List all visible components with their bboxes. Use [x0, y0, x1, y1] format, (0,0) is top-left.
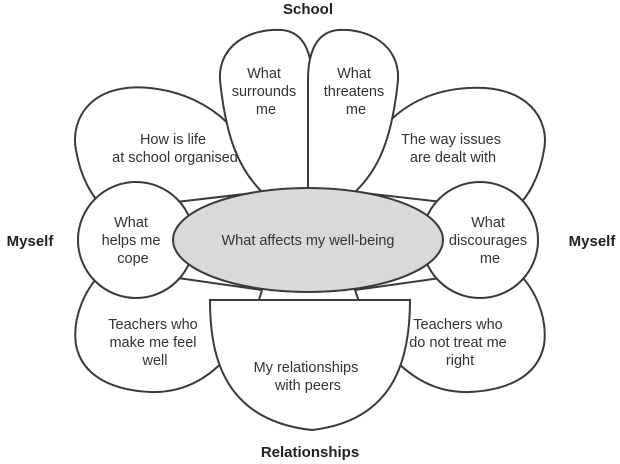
- text-line: do not treat me: [409, 335, 507, 351]
- text-line: with peers: [274, 378, 341, 394]
- text-line: Teachers who: [108, 317, 197, 333]
- text-line: me: [256, 102, 276, 118]
- text-line: are dealt with: [410, 150, 496, 166]
- petal-what-surrounds-me: [218, 28, 313, 193]
- text-line: What: [471, 215, 505, 231]
- label-myself-right: Myself: [569, 233, 617, 250]
- text-line: at school organised: [112, 150, 238, 166]
- petal-my-relationships-with-peers: [208, 299, 412, 432]
- text-line: right: [446, 353, 474, 369]
- text-line: Teachers who: [413, 317, 502, 333]
- text-line: make me feel: [109, 335, 196, 351]
- text-line: well: [142, 353, 168, 369]
- text-my-relationships-with-peers: My relationships with peers: [254, 360, 363, 394]
- petal-what-threatens-me: [307, 28, 400, 193]
- text-how-is-life-at-school-organised: How is life at school organised: [112, 132, 238, 166]
- center-text: What affects my well-being: [222, 233, 395, 249]
- text-line: What: [337, 66, 371, 82]
- text-what-discourages-me: What discourages me: [449, 215, 531, 267]
- text-line: How is life: [140, 132, 206, 148]
- text-line: My relationships: [254, 360, 359, 376]
- text-what-threatens-me: What threatens me: [324, 66, 389, 118]
- text-line: me: [346, 102, 366, 118]
- label-school: School: [283, 1, 333, 18]
- text-line: What: [114, 215, 148, 231]
- center-ellipse: [172, 187, 444, 293]
- text-teachers-who-make-me-feel-well: Teachers who make me feel well: [108, 317, 202, 369]
- text-teachers-who-do-not-treat-me-right: Teachers who do not treat me right: [409, 317, 511, 369]
- label-myself-left: Myself: [7, 233, 55, 250]
- text-line: me: [480, 251, 500, 267]
- label-relationships: Relationships: [261, 444, 359, 461]
- text-line: cope: [117, 251, 148, 267]
- text-the-way-issues-are-dealt-with: The way issues are dealt with: [401, 132, 505, 166]
- text-line: threatens: [324, 84, 384, 100]
- text-line: What: [247, 66, 281, 82]
- text-line: surrounds: [232, 84, 296, 100]
- text-what-surrounds-me: What surrounds me: [232, 66, 301, 118]
- text-line: discourages: [449, 233, 527, 249]
- text-what-helps-me-cope: What helps me cope: [102, 215, 165, 267]
- text-line: The way issues: [401, 132, 501, 148]
- text-line: helps me: [102, 233, 161, 249]
